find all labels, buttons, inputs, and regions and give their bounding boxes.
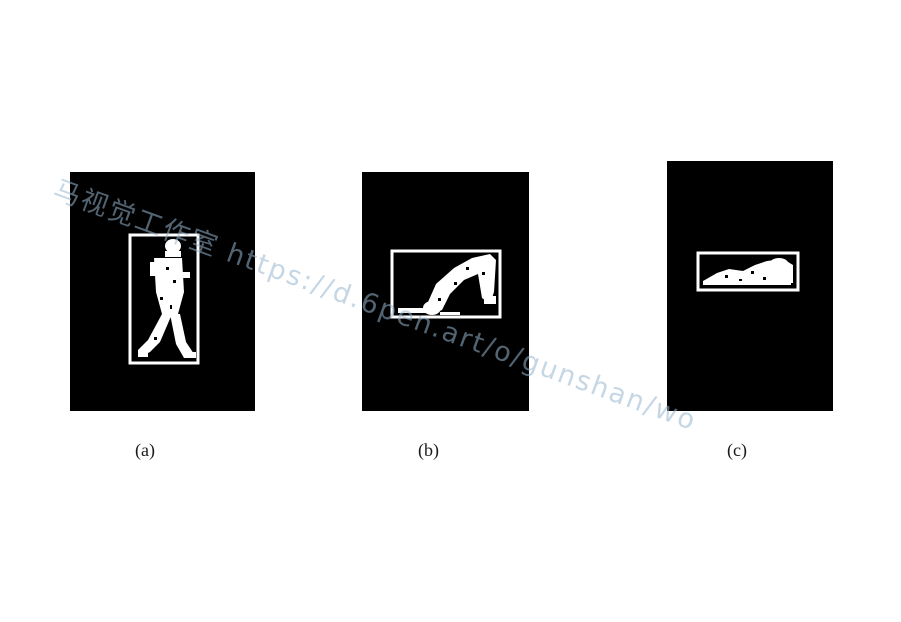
- bounding-box-c: [696, 251, 800, 292]
- silhouette-holes-a: [154, 267, 176, 340]
- silhouette-holes-c: [725, 271, 766, 281]
- bounding-box-b: [390, 249, 502, 319]
- silhouette-holes-b: [438, 267, 485, 301]
- bounding-box-a: [128, 233, 200, 365]
- panel-c-image: [667, 161, 833, 411]
- panel-b-image: [362, 172, 529, 411]
- walking-silhouette: [128, 233, 200, 365]
- panel-a-image: [70, 172, 255, 411]
- bending-silhouette: [390, 249, 502, 319]
- walking-person-figure: [138, 239, 196, 358]
- bending-person-figure: [398, 254, 496, 315]
- panel-c-caption: (c): [727, 440, 747, 460]
- lying-person-figure: [703, 258, 793, 285]
- lying-silhouette: [696, 251, 800, 292]
- panel-a-caption: (a): [135, 440, 155, 460]
- panel-b-caption: (b): [418, 440, 439, 460]
